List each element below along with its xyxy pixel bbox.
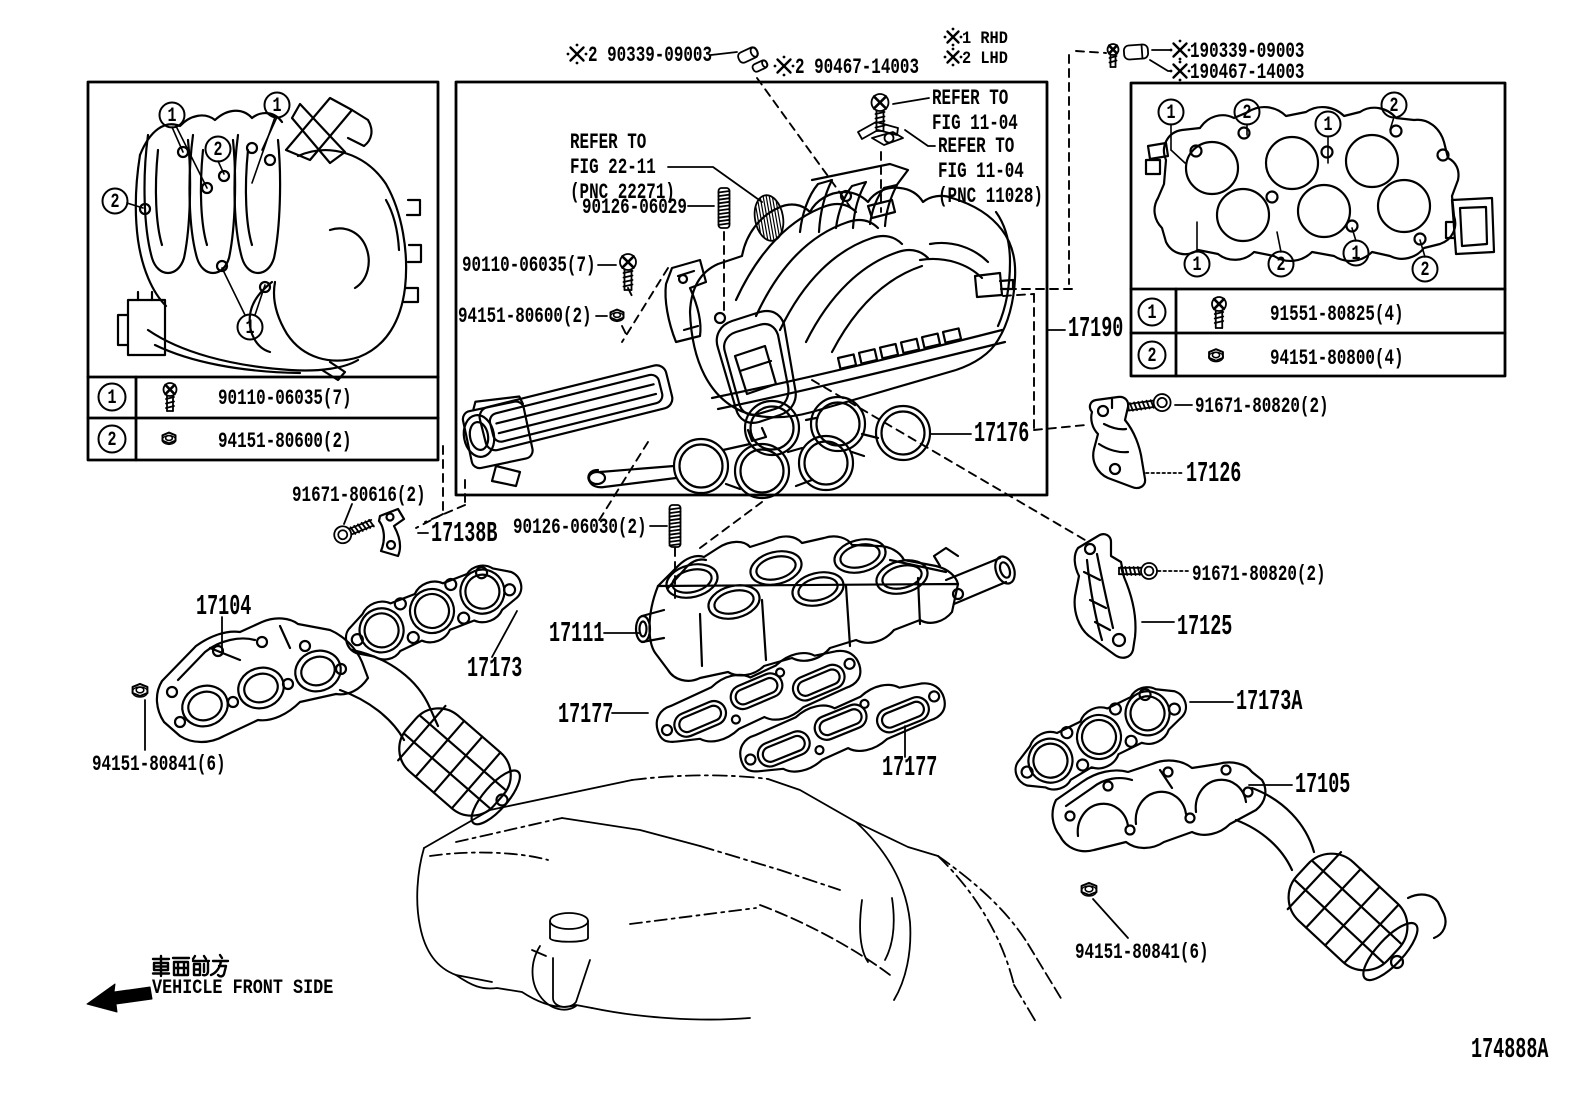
svg-text:FIG 11-04: FIG 11-04 bbox=[938, 159, 1024, 184]
svg-text:17173: 17173 bbox=[467, 653, 522, 685]
svg-text:91671-80820(2): 91671-80820(2) bbox=[1192, 562, 1326, 587]
svg-text:90110-06035(7): 90110-06035(7) bbox=[218, 386, 352, 411]
svg-text:90110-06035(7): 90110-06035(7) bbox=[462, 253, 596, 278]
svg-text:94151-80800(4): 94151-80800(4) bbox=[1270, 346, 1404, 371]
svg-text:17126: 17126 bbox=[1186, 458, 1241, 490]
svg-text:2: 2 bbox=[1420, 259, 1429, 282]
svg-text:2: 2 bbox=[1389, 95, 1398, 118]
svg-text:1: 1 bbox=[272, 95, 281, 118]
svg-text:17177: 17177 bbox=[558, 699, 613, 731]
svg-text:FIG 11-04: FIG 11-04 bbox=[932, 111, 1018, 136]
svg-text:17111: 17111 bbox=[549, 618, 604, 650]
svg-text:VEHICLE FRONT SIDE: VEHICLE FRONT SIDE bbox=[152, 977, 333, 1000]
svg-text:1: 1 bbox=[1323, 114, 1332, 137]
svg-text:(PNC 22271): (PNC 22271) bbox=[570, 180, 675, 205]
svg-text:90126-06029: 90126-06029 bbox=[582, 195, 687, 220]
svg-text:17173A: 17173A bbox=[1236, 686, 1303, 718]
svg-text:1: 1 bbox=[167, 105, 176, 128]
svg-text:1: 1 bbox=[1351, 243, 1360, 266]
svg-text:2: 2 bbox=[1242, 102, 1251, 125]
svg-text:2 90467-14003: 2 90467-14003 bbox=[795, 55, 919, 80]
svg-text:1 RHD: 1 RHD bbox=[962, 29, 1008, 49]
svg-text:2: 2 bbox=[1147, 345, 1156, 368]
svg-text:2 LHD: 2 LHD bbox=[962, 49, 1008, 69]
svg-text:1: 1 bbox=[1192, 254, 1201, 277]
svg-text:2: 2 bbox=[213, 139, 222, 162]
svg-text:REFER TO: REFER TO bbox=[570, 130, 646, 155]
svg-text:17177: 17177 bbox=[882, 752, 937, 784]
svg-text:2: 2 bbox=[107, 429, 116, 452]
svg-text:174888A: 174888A bbox=[1471, 1034, 1549, 1066]
svg-text:(PNC 11028): (PNC 11028) bbox=[938, 184, 1043, 209]
svg-text:REFER TO: REFER TO bbox=[938, 134, 1014, 159]
svg-text:17125: 17125 bbox=[1177, 611, 1232, 643]
svg-text:1: 1 bbox=[1166, 102, 1175, 125]
svg-text:1: 1 bbox=[1147, 302, 1156, 325]
svg-text:91671-80820(2): 91671-80820(2) bbox=[1195, 394, 1329, 419]
svg-text:94151-80600(2): 94151-80600(2) bbox=[218, 429, 352, 454]
svg-text:2 90339-09003: 2 90339-09003 bbox=[588, 43, 712, 68]
svg-text:17138B: 17138B bbox=[431, 518, 498, 550]
svg-text:90126-06030(2): 90126-06030(2) bbox=[513, 515, 647, 540]
svg-text:17190: 17190 bbox=[1068, 313, 1123, 345]
svg-text:94151-80841(6): 94151-80841(6) bbox=[92, 752, 226, 777]
svg-text:1: 1 bbox=[107, 387, 116, 410]
svg-text:190339-09003: 190339-09003 bbox=[1190, 39, 1304, 64]
svg-text:94151-80600(2): 94151-80600(2) bbox=[458, 304, 592, 329]
svg-text:FIG 22-11: FIG 22-11 bbox=[570, 155, 656, 180]
svg-text:17104: 17104 bbox=[196, 591, 251, 623]
svg-text:2: 2 bbox=[110, 191, 119, 214]
svg-text:91671-80616(2): 91671-80616(2) bbox=[292, 483, 426, 508]
svg-text:2: 2 bbox=[1276, 254, 1285, 277]
svg-text:94151-80841(6): 94151-80841(6) bbox=[1075, 940, 1209, 965]
svg-text:91551-80825(4): 91551-80825(4) bbox=[1270, 302, 1404, 327]
svg-text:17176: 17176 bbox=[974, 418, 1029, 450]
svg-text:REFER TO: REFER TO bbox=[932, 86, 1008, 111]
svg-text:17105: 17105 bbox=[1295, 769, 1350, 801]
svg-text:190467-14003: 190467-14003 bbox=[1190, 60, 1304, 85]
